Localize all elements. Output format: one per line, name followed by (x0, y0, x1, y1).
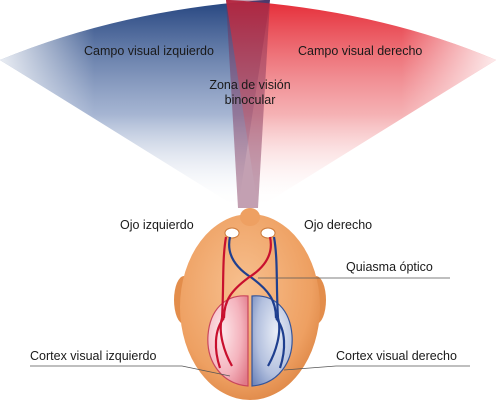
left-visual-field-label: Campo visual izquierdo (84, 44, 214, 59)
left-eye (225, 228, 239, 238)
left-eye-label: Ojo izquierdo (120, 218, 194, 233)
right-eye (261, 228, 275, 238)
nose (240, 208, 260, 226)
binocular-zone-label: Zona de visión binocular (190, 78, 310, 108)
left-visual-cortex-label: Cortex visual izquierdo (30, 349, 156, 364)
right-eye-label: Ojo derecho (304, 218, 372, 233)
right-visual-field-label: Campo visual derecho (298, 44, 422, 59)
binocular-zone-label-line2: binocular (190, 93, 310, 108)
head (174, 208, 326, 400)
right-visual-cortex-label: Cortex visual derecho (336, 349, 457, 364)
optic-chiasm-label: Quiasma óptico (346, 260, 433, 275)
binocular-zone-label-line1: Zona de visión (190, 78, 310, 93)
